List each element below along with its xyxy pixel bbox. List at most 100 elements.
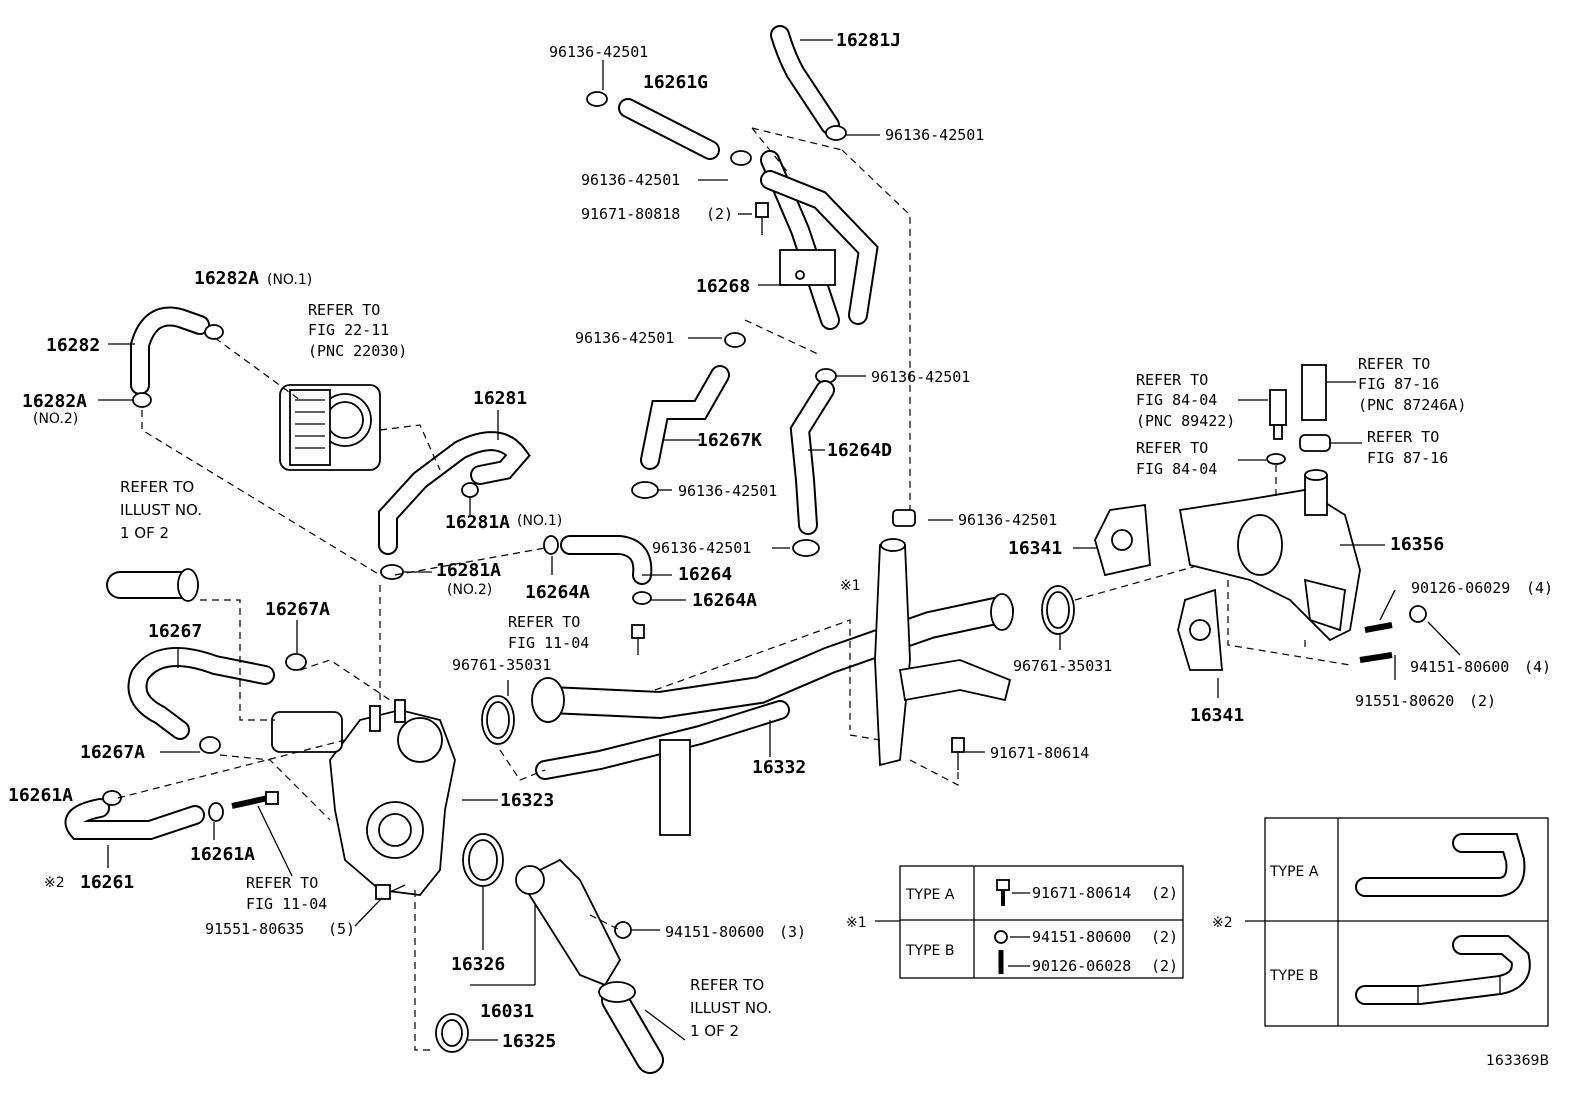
label-16264A-1: 16264A [525, 582, 590, 603]
label-16326: 16326 [451, 954, 505, 975]
label-96136-l4: 96136-42501 [678, 482, 777, 500]
label-16282A-2: 16282A [22, 391, 87, 412]
label-94151-80600-3: 94151-80600 [665, 923, 764, 941]
table1-type-a: TYPE A [905, 887, 955, 903]
clamp-16261A-1 [102, 790, 122, 806]
gasket-16325 [435, 1013, 469, 1053]
refer-87-a-line3: (PNC 87246A) [1358, 396, 1466, 414]
refer-87-b-line1: REFER TO [1367, 428, 1439, 446]
refer-11-04b-line2: FIG 11-04 [246, 895, 327, 913]
label-qty-2-a: (2) [706, 205, 733, 223]
label-91671-80818: 91671-80818 [581, 205, 680, 223]
thermostat-16031 [515, 858, 622, 987]
refer-22-line2: FIG 22-11 [308, 321, 389, 339]
label-96136-rt2: 96136-42501 [871, 368, 970, 386]
pipe-16332 [531, 538, 1014, 836]
label-16261G: 16261G [643, 72, 708, 93]
label-16341-2: 16341 [1190, 705, 1244, 726]
hose-16282 [130, 306, 210, 395]
label-16282A-1: 16282A [194, 268, 259, 289]
type-table-2: ※2 TYPE A TYPE B [1212, 817, 1549, 1027]
clamp-16267A-1 [285, 653, 307, 671]
refer-84-a-line1: REFER TO [1136, 371, 1208, 389]
clamp-16282A-no1 [204, 324, 224, 340]
sensor-refer-84-04 [1266, 389, 1287, 465]
housing-16323 [271, 699, 456, 896]
table1-mark: ※1 [846, 915, 867, 931]
label-16282: 16282 [46, 335, 100, 356]
bolt-refer-11-04-lower [231, 791, 279, 809]
label-16323: 16323 [500, 790, 554, 811]
label-96136-top: 96136-42501 [549, 43, 648, 61]
table1-a-qty: (2) [1151, 884, 1178, 902]
nut-icon [994, 930, 1008, 944]
hose-16281 [378, 431, 531, 555]
illust-ref-2-line1: REFER TO [690, 976, 764, 994]
table1-b-part1: 94151-80600 [1032, 928, 1131, 946]
clamp-16264A-2 [632, 591, 652, 605]
label-16264: 16264 [678, 564, 732, 585]
housing-16356 [1178, 469, 1361, 642]
clamp-96136-mid [792, 539, 820, 557]
label-no2: (NO.2) [33, 411, 78, 427]
label-no2b: (NO.2) [447, 582, 492, 598]
leader-lines [98, 39, 1461, 1041]
hose-16264 [560, 535, 653, 585]
throttle-body [279, 384, 381, 471]
illust-ref-2-line2: ILLUST NO. [690, 999, 772, 1017]
hose-16281J [770, 25, 840, 135]
illust-ref-1-line2: ILLUST NO. [120, 501, 202, 519]
type-table-1: ※1 TYPE A TYPE B 91671-80614 (2) 94151-8… [846, 865, 1184, 979]
refer-84-a-line2: FIG 84-04 [1136, 391, 1217, 409]
bolt-icon [996, 879, 1010, 906]
nut-94151-80600-4 [1409, 605, 1427, 623]
illust-ref-1-line1: REFER TO [120, 478, 194, 496]
label-96761-left: 96761-35031 [452, 656, 551, 674]
diagram-code: 163369B [1486, 1053, 1549, 1069]
bolt-91551-80635 [375, 884, 406, 900]
hose-16261 [64, 798, 205, 840]
label-16268: 16268 [696, 276, 750, 297]
pipe-from-illust-lower [598, 981, 664, 1074]
clamp-96136-l4 [631, 481, 659, 499]
bolt-91671-80614 [951, 737, 965, 770]
clamp-16282A-no2 [132, 392, 152, 408]
label-qty-4-a: (4) [1526, 579, 1553, 597]
label-16264A-2: 16264A [692, 590, 757, 611]
hose-16264D [789, 380, 835, 535]
hose-type-b-illustration [1355, 935, 1531, 1005]
label-16356: 16356 [1390, 534, 1444, 555]
refer-22-line1: REFER TO [308, 301, 380, 319]
label-16281A-2: 16281A [436, 560, 501, 581]
label-16325: 16325 [502, 1031, 556, 1052]
label-qty-4-b: (4) [1524, 658, 1551, 676]
clamp-16281A-no1 [461, 482, 479, 498]
illust-ref-1-line3: 1 OF 2 [120, 524, 169, 542]
gasket-96761-right [1041, 585, 1075, 635]
label-16267K: 16267K [697, 430, 762, 451]
label-qty-2-b: (2) [1469, 692, 1496, 710]
label-16281J: 16281J [836, 30, 901, 51]
refer-84-a-line3: (PNC 89422) [1136, 412, 1235, 430]
refer-87-b-line2: FIG 87-16 [1367, 449, 1448, 467]
label-mark2: ※2 [44, 875, 65, 891]
clamp-16281A-no2 [380, 564, 404, 580]
label-16341-1: 16341 [1008, 538, 1062, 559]
hose-16267K [640, 365, 730, 470]
table1-type-b: TYPE B [905, 943, 954, 959]
clamp-16264A-1 [543, 535, 559, 555]
table2-type-a: TYPE A [1269, 864, 1319, 880]
clamp-16261A-2 [208, 802, 224, 822]
table1-b-part2: 90126-06028 [1032, 957, 1131, 975]
clamp-top-left [586, 91, 608, 107]
label-16261A-1: 16261A [8, 785, 73, 806]
part-labels: 16281J 96136-42501 16261G 96136-42501 96… [8, 30, 1553, 1069]
label-91671-80614: 91671-80614 [990, 744, 1089, 762]
refer-84-b-line1: REFER TO [1136, 439, 1208, 457]
table1-b-qty2: (2) [1151, 957, 1178, 975]
label-96136-rt1: 96136-42501 [885, 126, 984, 144]
refer-87-a-line2: FIG 87-16 [1358, 375, 1439, 393]
label-16267A-1: 16267A [265, 599, 330, 620]
bolt-91671-80818 [755, 202, 769, 235]
